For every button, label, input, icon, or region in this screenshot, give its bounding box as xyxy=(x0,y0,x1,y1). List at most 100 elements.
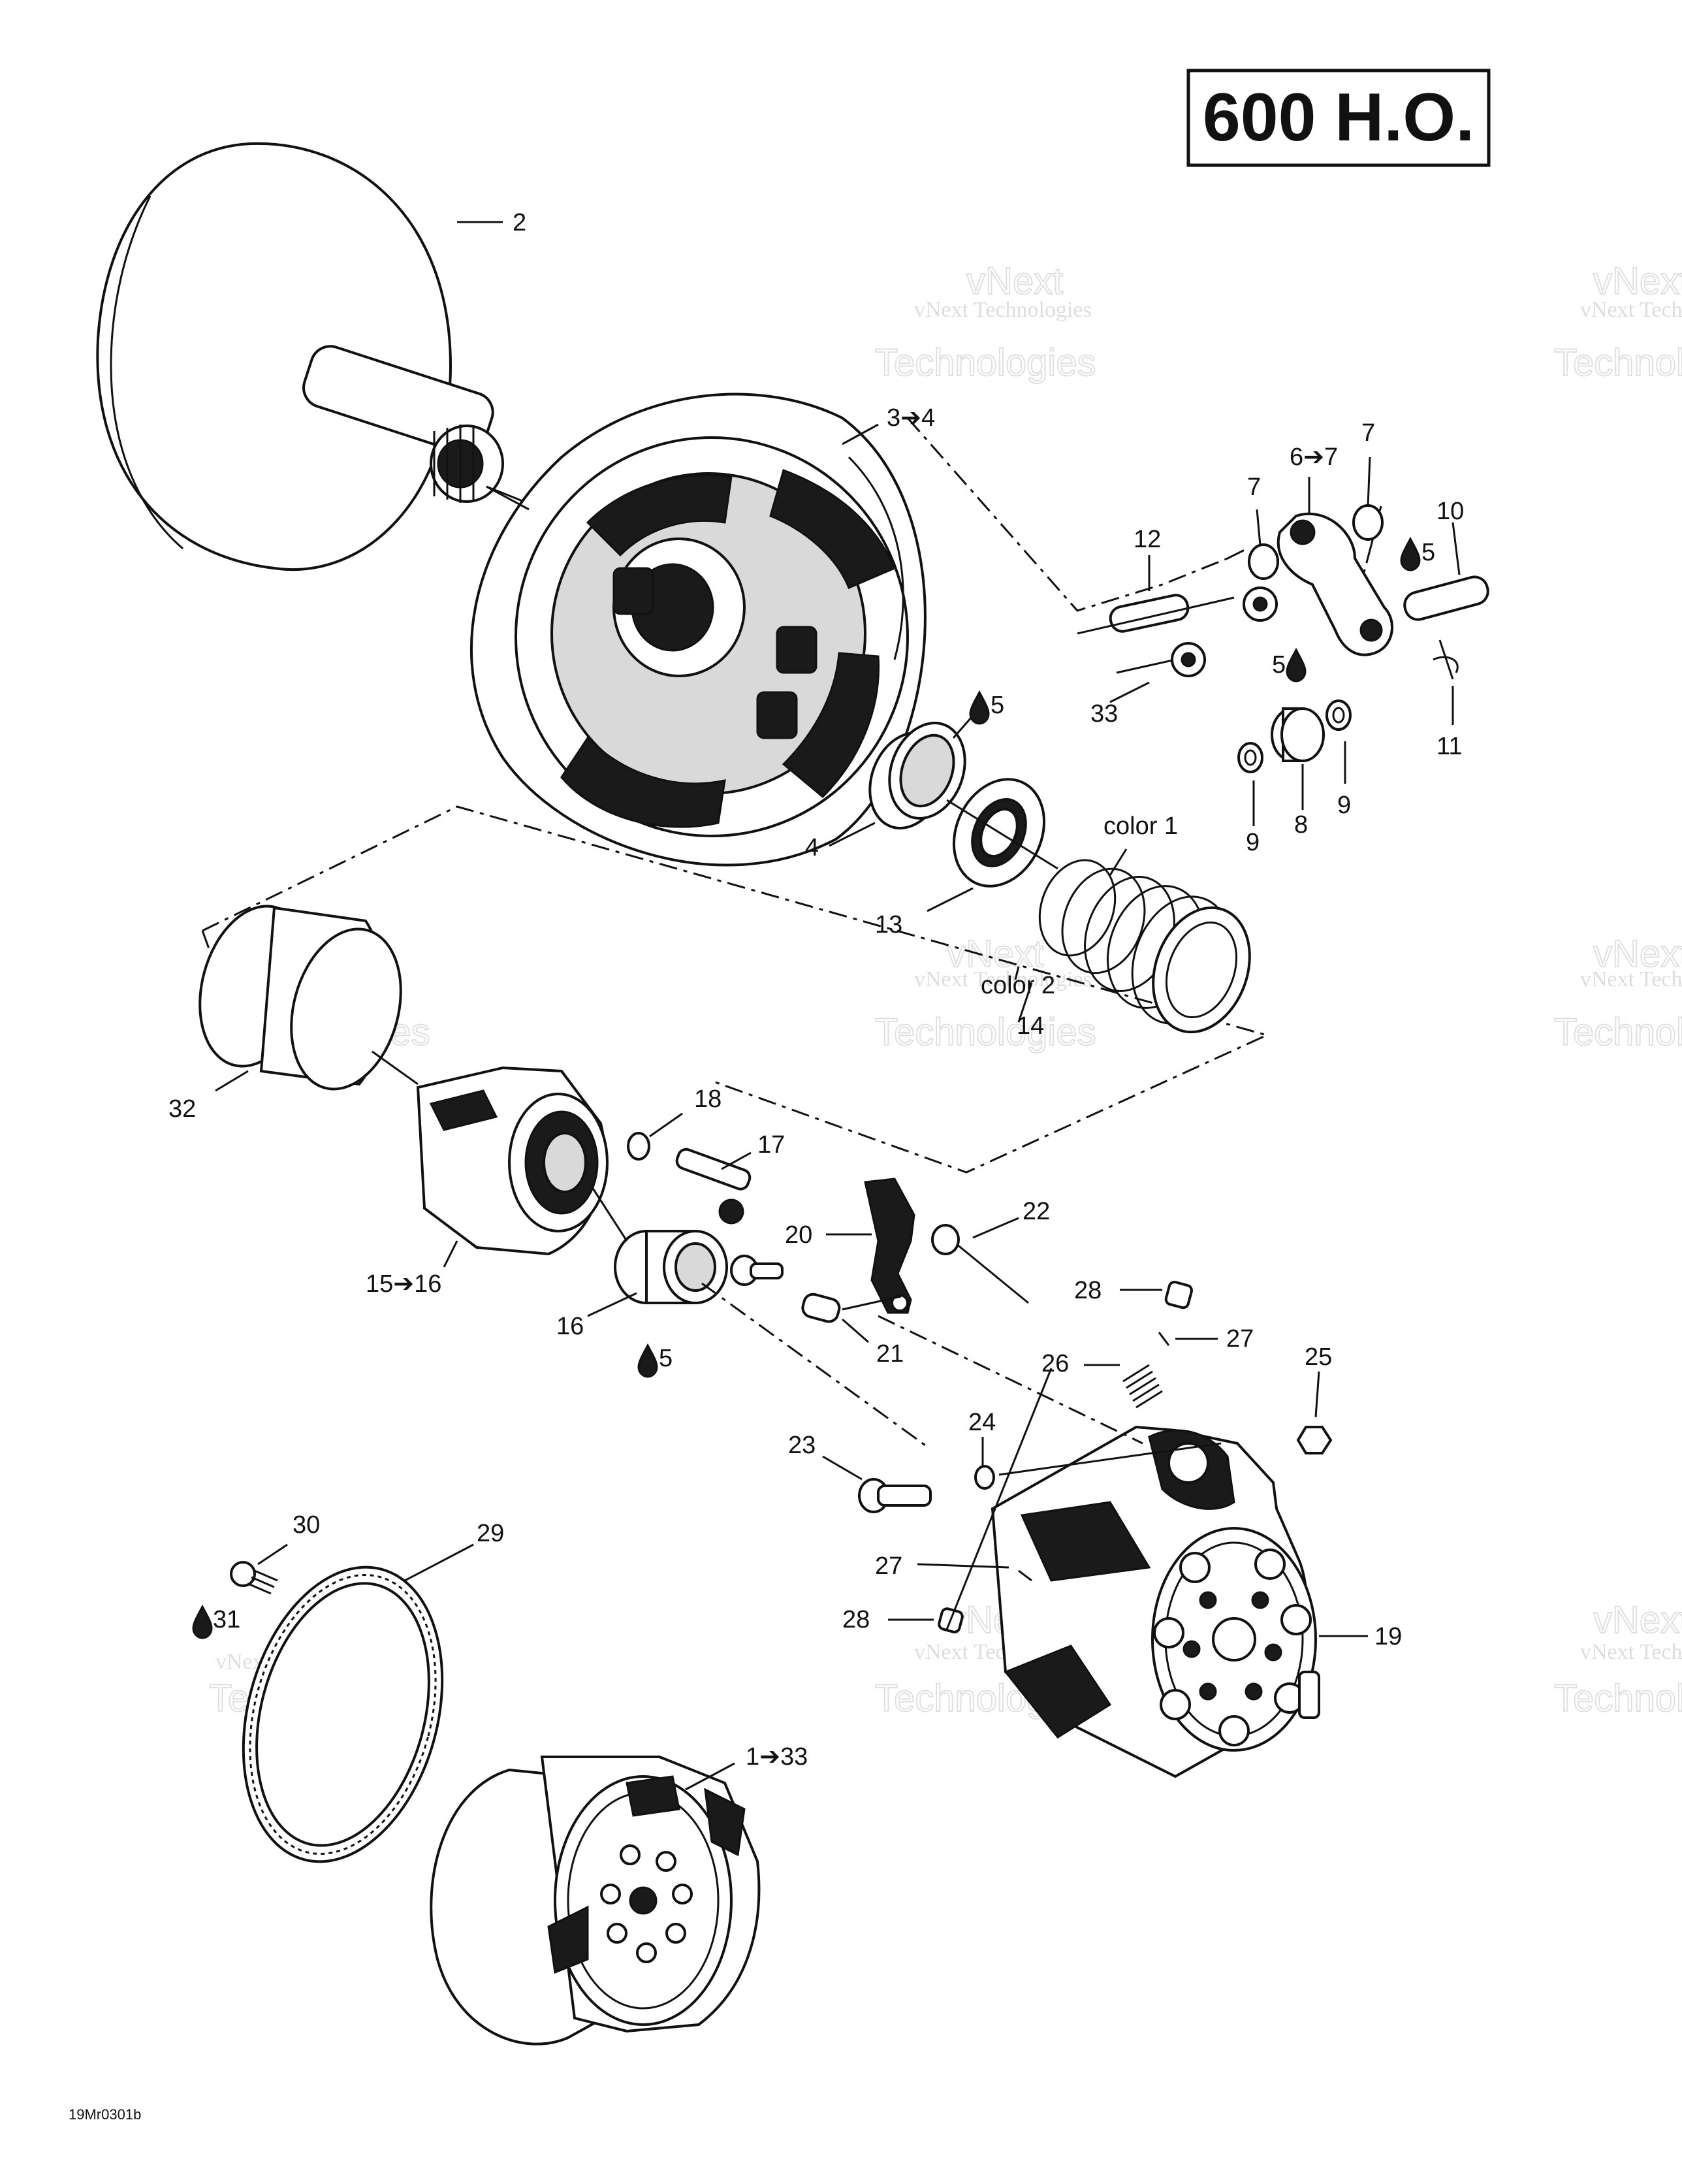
callout-19: 19 xyxy=(1374,1623,1402,1650)
clutch-spring xyxy=(1014,848,1251,1034)
svg-text:vNext: vNext xyxy=(1593,1599,1682,1641)
washer xyxy=(627,1112,683,1161)
callout-12: 12 xyxy=(1134,526,1161,553)
callout-5: 5 xyxy=(659,1345,673,1372)
nut xyxy=(1296,1371,1333,1454)
callout-7: 7 xyxy=(1247,474,1261,501)
svg-text:vNext: vNext xyxy=(947,933,1043,975)
callout-9: 9 xyxy=(1337,792,1351,819)
callout-color-2: color 2 xyxy=(981,972,1055,999)
callout-33: 33 xyxy=(1090,700,1118,728)
svg-text:Technologies: Technologies xyxy=(875,342,1096,384)
callout-3-4: 3➔4 xyxy=(887,404,935,432)
callout-15-16: 15➔16 xyxy=(366,1270,441,1298)
svg-text:vNext Technologies: vNext Technologies xyxy=(1580,967,1682,991)
callout-22: 22 xyxy=(1023,1198,1050,1225)
callout-30: 30 xyxy=(293,1511,320,1539)
callout-21: 21 xyxy=(876,1340,904,1368)
shoulder-screw xyxy=(822,1455,932,1513)
spider-assembly xyxy=(991,1425,1368,1778)
callout-color-1: color 1 xyxy=(1103,812,1178,840)
svg-text:Technologies: Technologies xyxy=(1554,1011,1682,1053)
callout-13: 13 xyxy=(875,911,902,939)
svg-text:vNext: vNext xyxy=(966,260,1063,302)
model-title: 600 H.O. xyxy=(1203,80,1474,155)
drop-icon xyxy=(192,1604,213,1639)
lever-arm xyxy=(1248,457,1393,656)
drop-icon xyxy=(637,1343,658,1378)
callout-11: 11 xyxy=(1436,733,1462,760)
svg-text:vNext Technologies: vNext Technologies xyxy=(1580,1640,1682,1664)
bushing xyxy=(829,711,977,847)
svg-text:vNext: vNext xyxy=(1593,260,1682,302)
callout-5: 5 xyxy=(1421,539,1435,566)
lever-pin xyxy=(1403,522,1489,621)
drop-icon xyxy=(1400,536,1421,571)
callout-7: 7 xyxy=(1361,419,1375,447)
assembly-axis xyxy=(701,1282,928,1448)
svg-text:vNext Technologies: vNext Technologies xyxy=(1580,298,1682,322)
pivot-pin xyxy=(730,1255,784,1286)
watermark: Technologies vNext vNext Technologies xyxy=(874,932,1097,1054)
callout-18: 18 xyxy=(694,1085,722,1113)
assembly-axis xyxy=(878,1315,1143,1445)
fixed-sheave xyxy=(96,142,536,571)
svg-text:vNext: vNext xyxy=(1593,933,1682,975)
drop-icon xyxy=(1286,647,1307,682)
bolt xyxy=(675,1148,752,1225)
svg-text:vNext Technologies: vNext Technologies xyxy=(914,298,1092,322)
callout-2: 2 xyxy=(513,209,526,236)
pivot-pin xyxy=(931,1217,1029,1304)
callout-10: 10 xyxy=(1436,498,1464,525)
drop-icon xyxy=(969,690,990,725)
roller-pin xyxy=(801,1293,902,1343)
cotter-pin xyxy=(1433,639,1459,725)
cam-arm xyxy=(826,1178,915,1314)
screw xyxy=(1109,642,1206,703)
callout-25: 25 xyxy=(1305,1343,1332,1371)
callout-5: 5 xyxy=(991,692,1004,719)
svg-text:Technologies: Technologies xyxy=(1554,342,1682,384)
callout-31: 31 xyxy=(213,1606,240,1633)
callout-27: 27 xyxy=(875,1552,902,1580)
sleeve xyxy=(198,905,402,1092)
model-title-box: 600 H.O. xyxy=(1186,69,1491,167)
callout-6-7: 6➔7 xyxy=(1290,443,1338,471)
retainer-clip xyxy=(1158,1332,1218,1346)
screw xyxy=(230,1543,288,1595)
watermark: Technologies vNext vNext Technologies xyxy=(1553,1598,1682,1720)
washer xyxy=(1237,742,1263,826)
watermark: Technologies vNext vNext Technologies xyxy=(1553,932,1682,1054)
svg-text:Technologies: Technologies xyxy=(1554,1677,1682,1720)
callout-labels: 2 3➔4 4 5 5 5 5 6➔7 7 7 8 9 9 10 11 12 1… xyxy=(168,209,1464,1771)
bushing xyxy=(587,1230,728,1317)
svg-text:Technologies: Technologies xyxy=(875,1011,1096,1053)
retainer-clip xyxy=(917,1563,1032,1582)
axis-line xyxy=(590,1185,628,1242)
drive-pulley-assembly xyxy=(430,1756,761,2046)
screw xyxy=(1077,586,1278,635)
callout-32: 32 xyxy=(168,1095,196,1123)
callout-20: 20 xyxy=(785,1221,812,1249)
axis-line xyxy=(486,485,530,511)
callout-5: 5 xyxy=(1272,651,1286,679)
callout-4: 4 xyxy=(805,834,819,861)
callout-9: 9 xyxy=(1246,829,1260,856)
axis-line xyxy=(372,1050,419,1085)
washer xyxy=(1325,699,1352,784)
callout-26: 26 xyxy=(1041,1350,1069,1377)
spring-seat-washer xyxy=(927,778,1045,912)
callout-23: 23 xyxy=(788,1432,816,1459)
callout-28: 28 xyxy=(842,1606,870,1633)
callout-27: 27 xyxy=(1226,1325,1254,1353)
callout-24: 24 xyxy=(968,1409,996,1436)
callout-17: 17 xyxy=(757,1131,785,1159)
compression-spring xyxy=(1084,1364,1163,1409)
lubricant-symbols xyxy=(192,536,1421,1639)
callout-8: 8 xyxy=(1294,811,1308,839)
governor-cup xyxy=(416,1066,609,1268)
callout-14: 14 xyxy=(1017,1012,1044,1040)
washer xyxy=(974,1437,995,1490)
callout-28: 28 xyxy=(1074,1277,1102,1304)
